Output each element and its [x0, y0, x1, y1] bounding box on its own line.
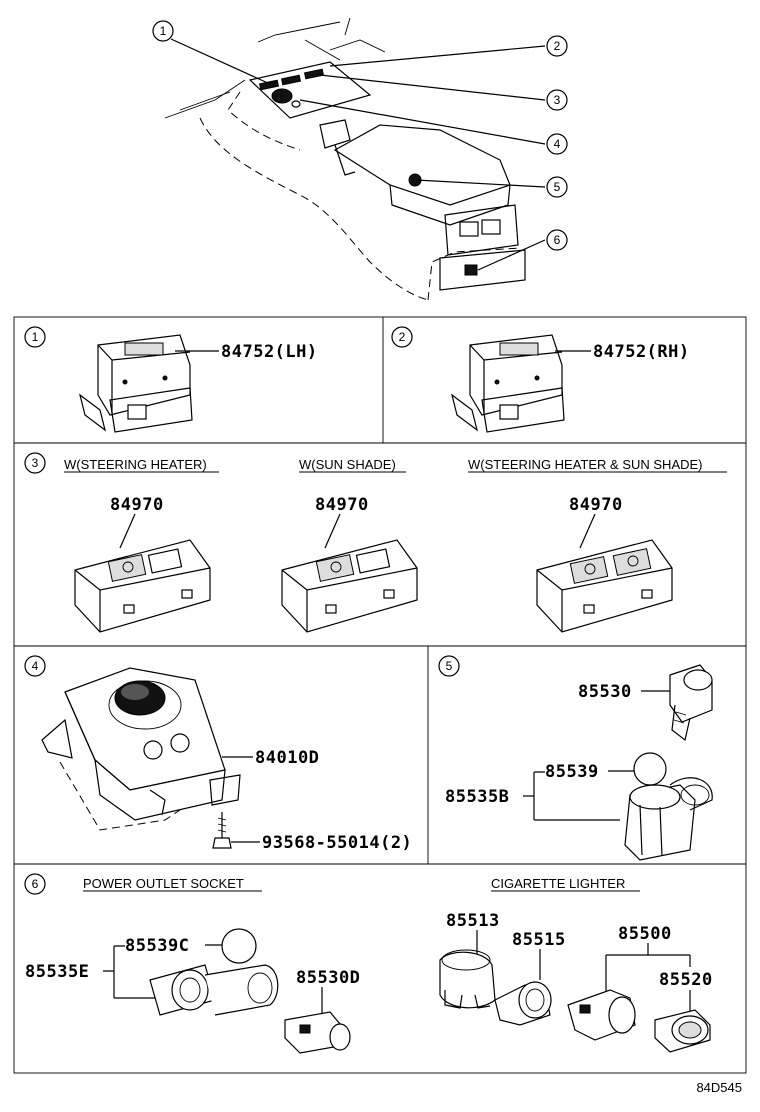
part-number-85539: 85539 [545, 762, 599, 782]
part-number-93568-55014: 93568-55014(2) [262, 833, 412, 853]
svg-text:6: 6 [554, 233, 561, 247]
part-number-84752-lh: 84752(LH) [221, 342, 318, 362]
switch-sun-shade [281, 539, 418, 633]
svg-text:1: 1 [32, 330, 39, 344]
part-number-85500: 85500 [618, 924, 672, 944]
overview-callout-5: 5 [546, 176, 568, 198]
caption-sun-shade: W(SUN SHADE) [299, 457, 396, 472]
part-number-85530: 85530 [578, 682, 632, 702]
panel-3: 3 W(STEERING HEATER) W(SUN SHADE) W(STEE… [24, 452, 727, 633]
screw [212, 812, 232, 849]
svg-text:4: 4 [554, 137, 561, 151]
housing-85513 [439, 949, 496, 1009]
caption-power-outlet-socket: POWER OUTLET SOCKET [83, 876, 244, 891]
socket-85535b [624, 777, 713, 861]
switch-steering-heater-sun-shade [536, 539, 673, 633]
panel-1: 1 84752(LH) [24, 326, 318, 433]
lighter-85500 [567, 989, 636, 1041]
part-number-85520: 85520 [659, 970, 713, 990]
part-number-84970-b: 84970 [315, 495, 369, 515]
part-number-84970-a: 84970 [110, 495, 164, 515]
remote-touch-controller [41, 667, 241, 831]
panel-2: 2 84752(RH) [391, 326, 690, 433]
part-number-85513: 85513 [446, 911, 500, 931]
callout-leaders [170, 38, 546, 271]
panel-grid [13, 316, 747, 1074]
seat-heater-switch-rh [451, 334, 565, 433]
diagram-code: 84D545 [696, 1080, 742, 1095]
part-number-85530d: 85530D [296, 968, 360, 988]
overview-callout-6: 6 [546, 229, 568, 251]
part-number-85539c: 85539C [125, 936, 189, 956]
overview-callout-1: 1 [152, 20, 174, 42]
cap-85539 [633, 752, 667, 786]
switch-steering-heater [74, 539, 211, 633]
part-number-84752-rh: 84752(RH) [593, 342, 690, 362]
overview-callout-2: 2 [546, 35, 568, 57]
ring-85515 [494, 981, 552, 1026]
lighter-plug-85530 [669, 664, 713, 742]
svg-text:2: 2 [399, 330, 406, 344]
socket-85535e [149, 964, 279, 1016]
svg-text:3: 3 [554, 93, 561, 107]
svg-text:5: 5 [554, 180, 561, 194]
panel-5: 5 85530 85539 85535B [438, 655, 713, 861]
part-number-84970-c: 84970 [569, 495, 623, 515]
svg-text:5: 5 [446, 659, 453, 673]
svg-text:2: 2 [554, 39, 561, 53]
caption-steering-heater-sun-shade: W(STEERING HEATER & SUN SHADE) [468, 457, 703, 472]
overview-callout-3: 3 [546, 89, 568, 111]
svg-text:6: 6 [32, 877, 39, 891]
part-number-85535e: 85535E [25, 962, 89, 982]
cap-85539c [221, 928, 257, 964]
knob-85520 [654, 1009, 711, 1053]
svg-text:3: 3 [32, 456, 39, 470]
part-number-85515: 85515 [512, 930, 566, 950]
part-number-84010d: 84010D [255, 748, 319, 768]
svg-text:4: 4 [32, 659, 39, 673]
console-overview [164, 17, 526, 301]
plug-85530d [284, 1011, 351, 1054]
seat-heater-switch-lh [79, 334, 193, 433]
svg-text:1: 1 [160, 24, 167, 38]
panel-4: 4 84010D 93568-55014(2) [24, 655, 412, 853]
overview-callout-4: 4 [546, 133, 568, 155]
part-number-85535b: 85535B [445, 787, 509, 807]
panel-6: 6 POWER OUTLET SOCKET CIGARETTE LIGHTER … [24, 873, 713, 1054]
caption-steering-heater: W(STEERING HEATER) [64, 457, 207, 472]
caption-cigarette-lighter: CIGARETTE LIGHTER [491, 876, 625, 891]
